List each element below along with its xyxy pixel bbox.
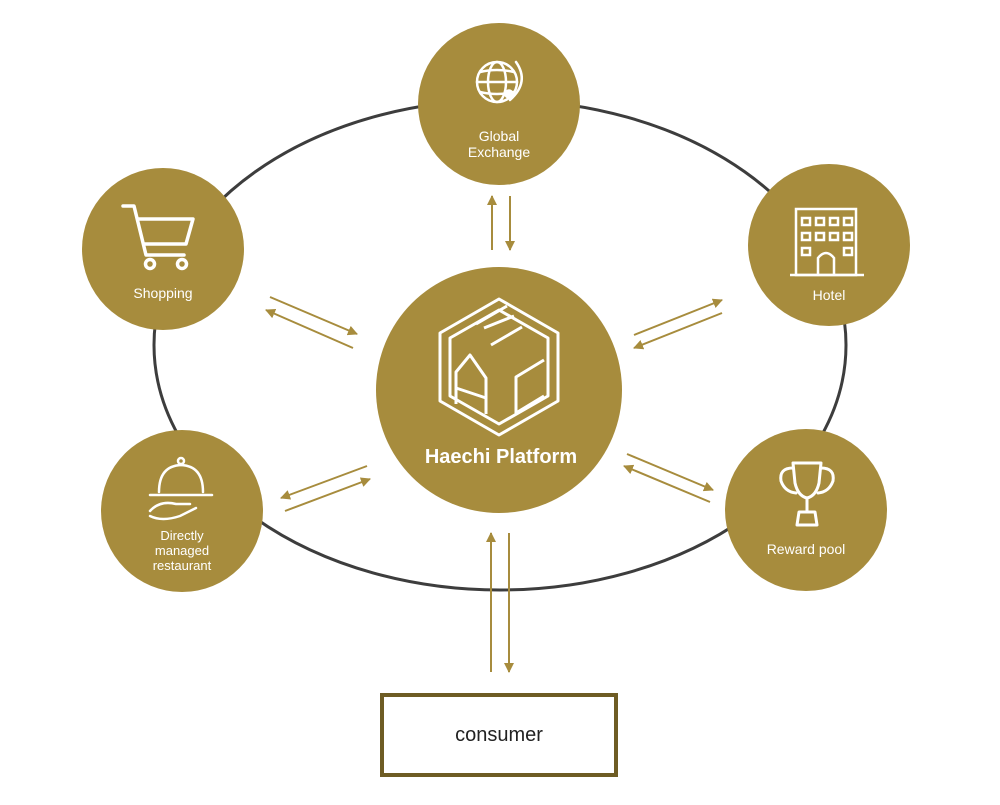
consumer-label: consumer <box>455 723 543 746</box>
shopping-cart-icon <box>121 204 195 271</box>
restaurant-circle <box>101 430 263 592</box>
arrows <box>265 195 723 673</box>
global-exchange-circle <box>418 23 580 185</box>
reward-pool-label-line-1: Reward pool <box>766 541 846 557</box>
global-exchange-label: Global Exchange <box>439 128 559 160</box>
haechi-logo-icon <box>438 297 560 437</box>
arrow-hotel-to-platform <box>633 312 723 350</box>
reward-pool-label: Reward pool <box>746 541 866 557</box>
global-exchange-label-line-1: Global <box>478 128 520 144</box>
global-exchange-label-line-2: Exchange <box>467 144 531 160</box>
arrow-restaurant-to-platform <box>284 477 371 512</box>
globe-icon <box>475 60 523 104</box>
center-platform-label: Haechi Platform <box>424 446 578 468</box>
restaurant-label-line-3: restaurant <box>152 558 212 573</box>
serving-cloche-icon <box>148 456 214 521</box>
center-platform-circle <box>376 267 622 513</box>
arrow-platform-to-hotel <box>633 298 723 336</box>
shopping-label: Shopping <box>103 285 223 301</box>
hotel-label-line-1: Hotel <box>812 287 846 303</box>
shopping-circle <box>82 168 244 330</box>
arrow-shopping-to-platform <box>269 296 358 336</box>
trophy-icon <box>779 461 835 527</box>
shopping-label-line-1: Shopping <box>133 285 193 301</box>
arrow-reward-to-platform <box>623 464 711 503</box>
hotel-building-icon <box>790 207 864 277</box>
hotel-circle <box>748 164 910 326</box>
arrow-platform-to-restaurant <box>280 465 368 500</box>
restaurant-label-line-1: Directly <box>160 528 204 543</box>
hotel-label: Hotel <box>769 287 889 303</box>
arrow-platform-to-reward <box>626 453 714 492</box>
arrow-platform-to-shopping <box>265 309 354 349</box>
restaurant-label-line-2: managed <box>154 543 210 558</box>
restaurant-label: Directly managed restaurant <box>122 528 242 573</box>
consumer-box: consumer <box>380 693 618 777</box>
